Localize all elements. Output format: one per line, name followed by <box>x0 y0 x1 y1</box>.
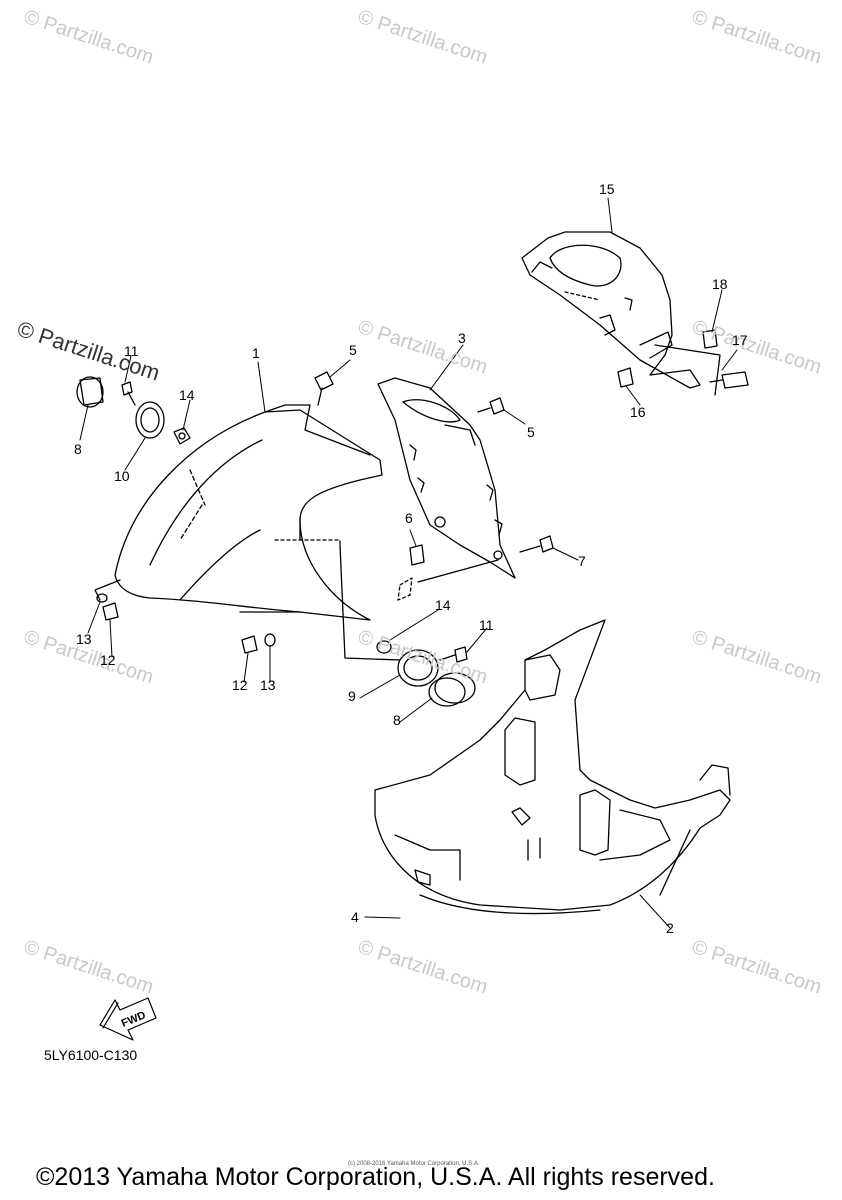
screw-part-7 <box>519 535 554 553</box>
callout-1: 1 <box>252 345 260 361</box>
fwd-arrow <box>99 997 157 1041</box>
nut-part-12-right <box>241 635 258 654</box>
callout-9: 9 <box>348 688 356 704</box>
bolt-part-5-right <box>477 397 505 415</box>
callout-5: 5 <box>527 424 535 440</box>
small-copyright: (c) 2008-2016 Yamaha Motor Corporation, … <box>348 1161 480 1167</box>
callout-16: 16 <box>630 404 646 420</box>
callout-14: 14 <box>435 597 451 613</box>
callout-6: 6 <box>405 510 413 526</box>
callout-10: 10 <box>114 468 130 484</box>
grommet-part-18 <box>702 329 718 349</box>
bolt-part-11-right <box>439 646 468 663</box>
callout-11: 11 <box>479 617 494 633</box>
callout-13: 13 <box>76 631 92 647</box>
lower-cover-part-2 <box>374 619 731 915</box>
rear-cover-part-15 <box>521 231 721 396</box>
nut-part-12-left <box>102 602 119 621</box>
reflector-part-10 <box>135 401 165 439</box>
callout-13: 13 <box>260 677 276 693</box>
diagram-code: 5LY6100-C130 <box>44 1047 138 1063</box>
washer-part-13-right <box>264 633 276 647</box>
washer-part-13-left <box>96 593 108 603</box>
nut-part-16 <box>617 367 634 388</box>
cap-part-8-right <box>428 672 476 707</box>
bracket-part-3 <box>377 377 516 579</box>
cap-part-8-left <box>76 376 104 408</box>
callout-15: 15 <box>599 181 615 197</box>
reflector-part-9 <box>397 649 439 687</box>
nut-part-14-right <box>376 640 392 654</box>
copyright-notice: ©2013 Yamaha Motor Corporation, U.S.A. A… <box>36 1163 715 1191</box>
callout-11: 11 <box>124 343 139 359</box>
callout-7: 7 <box>578 553 586 569</box>
callout-3: 3 <box>458 330 466 346</box>
clip-part-6 <box>409 544 425 566</box>
bolt-part-5-top <box>314 371 334 406</box>
callout-5: 5 <box>349 342 357 358</box>
screw-part-17 <box>709 371 749 389</box>
callout-8: 8 <box>393 712 401 728</box>
callout-12: 12 <box>100 652 116 668</box>
callout-18: 18 <box>712 276 728 292</box>
callout-14: 14 <box>179 387 195 403</box>
callout-17: 17 <box>732 332 748 348</box>
callout-12: 12 <box>232 677 248 693</box>
front-fender-part-1 <box>94 404 499 661</box>
callout-4: 4 <box>351 909 359 925</box>
nut-part-14-left <box>173 427 191 445</box>
leader-lines <box>79 197 738 929</box>
bolt-part-11-left <box>121 381 136 406</box>
callout-2: 2 <box>666 920 674 936</box>
fwd-label: FWD <box>120 1009 148 1030</box>
callout-8: 8 <box>74 441 82 457</box>
